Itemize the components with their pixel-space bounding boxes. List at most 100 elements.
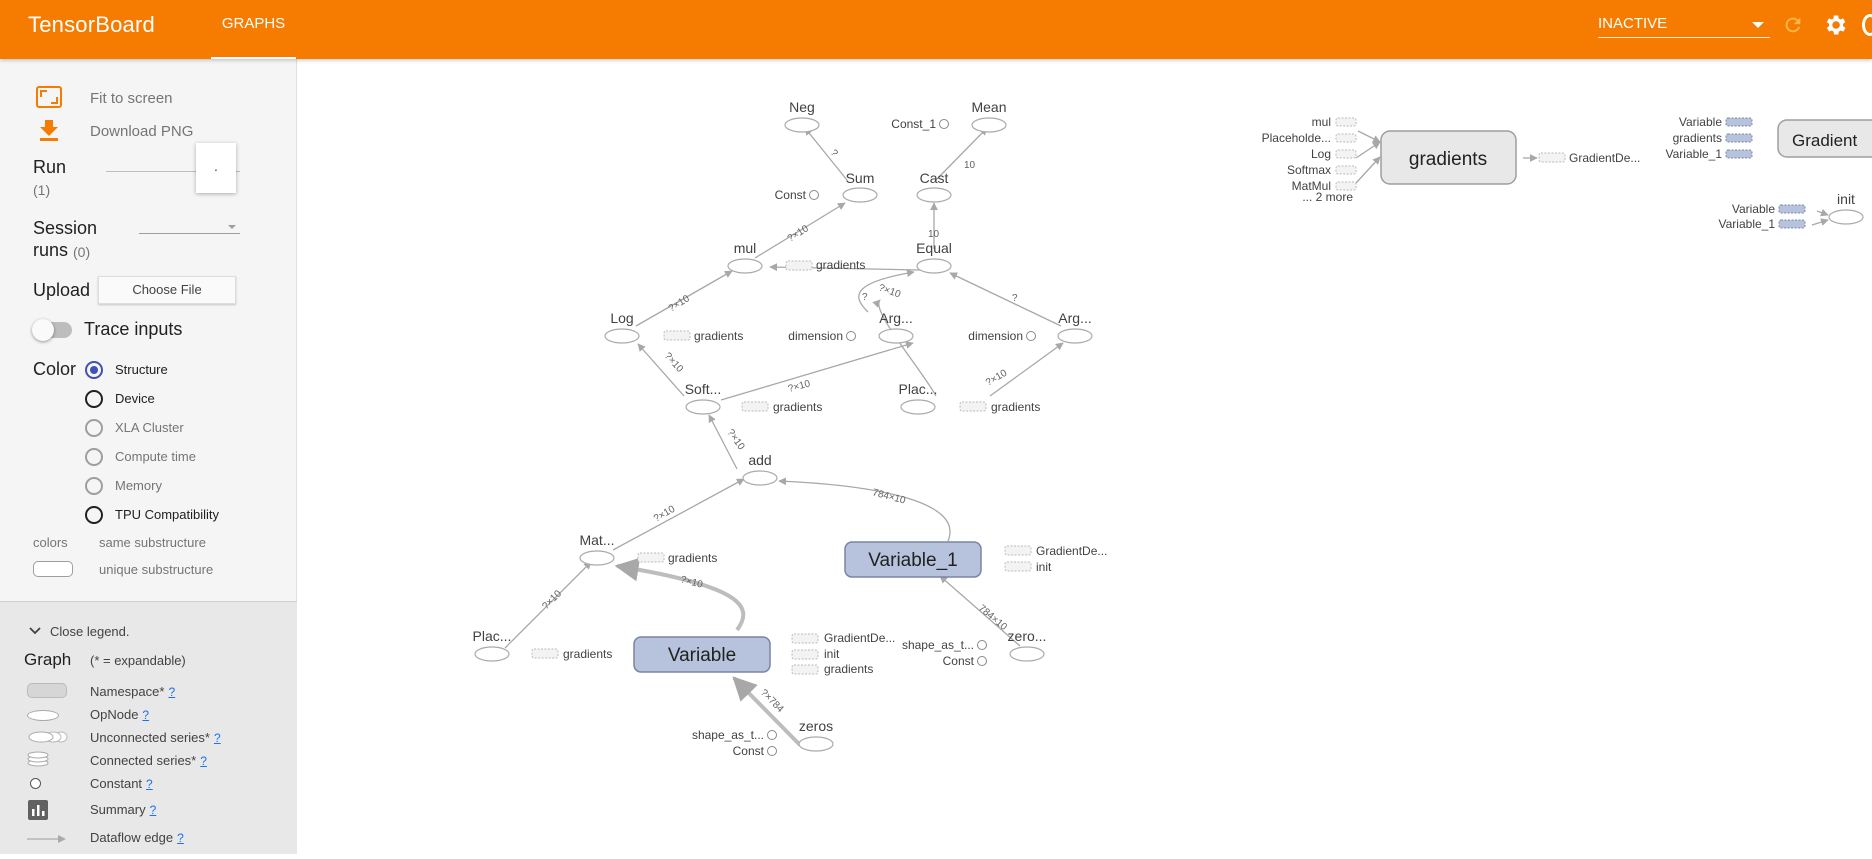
legend-item-dataflow-edge: Dataflow edge? xyxy=(90,830,184,845)
color-option-structure[interactable]: Structure xyxy=(115,362,168,377)
panel-input-label: Variable xyxy=(1732,202,1775,216)
constant-node[interactable] xyxy=(977,656,987,666)
constant-node[interactable] xyxy=(939,119,949,129)
trace-inputs-toggle[interactable] xyxy=(32,319,72,341)
run-slider-track[interactable] xyxy=(106,171,240,172)
aux-label: init xyxy=(824,647,840,661)
op-node[interactable] xyxy=(971,117,1007,133)
namespace-node-variable[interactable] xyxy=(633,636,771,673)
namespace-node-gradient[interactable] xyxy=(1777,119,1872,158)
op-node[interactable] xyxy=(798,736,834,752)
download-icon[interactable] xyxy=(38,119,60,141)
upload-label: Upload xyxy=(33,280,91,300)
chevron-down-icon[interactable] xyxy=(29,626,41,636)
toggle-knob xyxy=(32,319,54,341)
color-option-memory[interactable]: Memory xyxy=(115,478,162,493)
fit-to-screen-icon[interactable] xyxy=(36,86,62,108)
color-option-xla-cluster[interactable]: XLA Cluster xyxy=(115,420,184,435)
op-node[interactable] xyxy=(916,258,952,274)
panel-input-label: Variable xyxy=(1679,115,1722,129)
namespace-node-variable-1[interactable] xyxy=(844,541,982,578)
edge-label: 10 xyxy=(928,229,940,240)
color-option-device[interactable]: Device xyxy=(115,391,155,406)
run-slider-thumb[interactable]: . xyxy=(196,143,236,193)
op-node[interactable] xyxy=(1009,646,1045,662)
legend-help-link[interactable]: ? xyxy=(149,803,157,817)
op-node[interactable] xyxy=(474,646,510,662)
help-icon[interactable] xyxy=(1862,14,1872,36)
choose-file-button[interactable]: Choose File xyxy=(98,276,236,304)
legend-help-link[interactable]: ? xyxy=(146,777,153,791)
op-label: Neg xyxy=(789,99,815,115)
tab-graphs[interactable]: GRAPHS xyxy=(211,0,296,59)
color-radio-device[interactable] xyxy=(85,390,103,408)
legend-item-unconnected-series: Unconnected series*? xyxy=(90,730,221,745)
op-label: Mat... xyxy=(579,532,614,548)
init-panel-title: init xyxy=(1837,191,1855,207)
legend-help-link[interactable]: ? xyxy=(177,831,184,845)
constant-node[interactable] xyxy=(977,640,987,650)
edge-label: 10 xyxy=(964,160,976,171)
op-node[interactable] xyxy=(916,187,952,203)
constant-node[interactable] xyxy=(767,730,777,740)
session-runs-dropdown[interactable] xyxy=(139,233,240,234)
panel-input-label: Variable_1 xyxy=(1719,217,1776,231)
color-radio-structure[interactable] xyxy=(85,361,103,379)
graph-canvas[interactable]: Neg Sum Mean Cast Equal mul Log Arg... A… xyxy=(297,59,1872,854)
constant-node[interactable] xyxy=(1026,331,1036,341)
edge-labels: ? ?×10 ?×10 ?×10 ?×10 ?×10 ?×10 ?×10 ?×1… xyxy=(540,148,1018,716)
color-radio-compute-time[interactable] xyxy=(85,448,103,466)
legend-help-link[interactable]: ? xyxy=(142,708,150,722)
close-legend-button[interactable]: Close legend. xyxy=(50,624,130,639)
constant-node[interactable] xyxy=(767,746,777,756)
gradient-panel-inputs: Variable gradients Variable_1 Variable V… xyxy=(1666,115,1776,231)
legend-help-link[interactable]: ? xyxy=(168,685,176,699)
top-app-bar: TensorBoard GRAPHS INACTIVE xyxy=(0,0,1872,59)
color-radio-xla-cluster[interactable] xyxy=(85,419,103,437)
namespace-node-gradients[interactable] xyxy=(1380,130,1517,185)
opnode-legend-icon xyxy=(27,710,59,721)
run-label: Run xyxy=(33,157,67,177)
op-labels: Neg Sum Mean Cast Equal mul Log Arg... A… xyxy=(473,99,1092,734)
constant-node[interactable] xyxy=(846,331,856,341)
color-option-tpu[interactable]: TPU Compatibility xyxy=(115,507,220,522)
fit-to-screen-button[interactable]: Fit to screen xyxy=(90,90,173,107)
chevron-down-icon xyxy=(228,225,236,229)
op-node[interactable] xyxy=(878,328,914,344)
op-node[interactable] xyxy=(604,328,640,344)
op-node[interactable] xyxy=(685,399,721,415)
constant-labels: Const_1 Const dimension dimension shape_… xyxy=(692,117,1023,758)
settings-gear-icon[interactable] xyxy=(1822,12,1848,38)
color-radio-memory[interactable] xyxy=(85,477,103,495)
graph-svg[interactable]: Neg Sum Mean Cast Equal mul Log Arg... A… xyxy=(297,59,1872,854)
op-node[interactable] xyxy=(784,117,820,133)
op-label: Arg... xyxy=(1058,310,1091,326)
op-node[interactable] xyxy=(842,187,878,203)
op-node[interactable] xyxy=(1057,328,1093,344)
panel-input-label: Log xyxy=(1311,147,1331,161)
op-node[interactable] xyxy=(727,258,763,274)
legend-help-link[interactable]: ? xyxy=(200,754,207,768)
gradients-panel-title: gradients xyxy=(1409,149,1487,170)
op-node[interactable] xyxy=(742,470,778,486)
legend-item-opnode: OpNode? xyxy=(90,707,150,722)
op-node[interactable] xyxy=(579,550,615,566)
trace-inputs-label: Trace inputs xyxy=(84,319,183,339)
gradients-panel-inputs: mul Placeholde... Log Softmax MatMul ...… xyxy=(1262,115,1354,204)
constant-node[interactable] xyxy=(809,190,819,200)
edge-label: ? xyxy=(828,148,840,160)
aux-label: gradients xyxy=(773,400,822,414)
session-runs-label-1: Session xyxy=(33,218,98,238)
color-option-compute-time[interactable]: Compute time xyxy=(115,449,196,464)
summary-legend-icon xyxy=(28,800,48,820)
reload-icon[interactable] xyxy=(1782,14,1804,36)
color-radio-tpu[interactable] xyxy=(85,506,103,524)
op-node[interactable] xyxy=(1828,209,1864,225)
op-node[interactable] xyxy=(900,399,936,415)
op-label: Mean xyxy=(971,99,1006,115)
download-png-button[interactable]: Download PNG xyxy=(90,123,194,140)
run-dropdown[interactable]: INACTIVE xyxy=(1598,12,1770,38)
legend-help-link[interactable]: ? xyxy=(213,731,221,745)
panel-input-label: ... 2 more xyxy=(1302,190,1353,204)
const-label: dimension xyxy=(788,329,843,343)
